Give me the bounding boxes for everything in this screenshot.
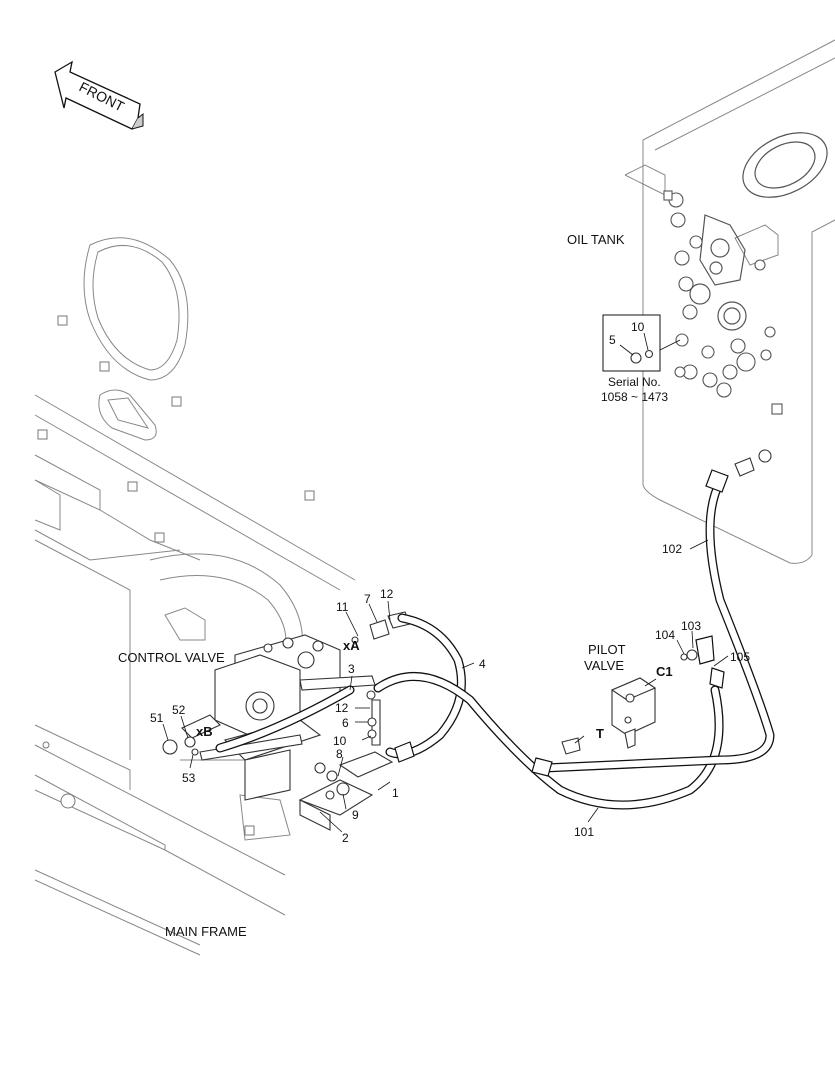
port-labels: xA xB C1 T <box>196 638 673 741</box>
callout-12-top: 12 <box>380 587 394 601</box>
callout-51: 51 <box>150 711 164 725</box>
main-frame-label: MAIN FRAME <box>165 924 247 939</box>
pilot-valve-label-1: PILOT <box>588 642 626 657</box>
callout-7: 7 <box>364 592 371 606</box>
serial-range: 1058 ~ 1473 <box>601 390 668 404</box>
serial-label: Serial No. <box>608 375 661 389</box>
callout-5: 5 <box>609 333 616 347</box>
callout-10-inset: 10 <box>631 320 645 334</box>
port-xb: xB <box>196 724 213 739</box>
pilot-valve: PILOT VALVE <box>561 642 698 755</box>
callout-11: 11 <box>336 600 349 614</box>
callout-105: 105 <box>730 650 750 664</box>
callout-1: 1 <box>392 786 399 800</box>
callout-103: 103 <box>681 619 701 633</box>
port-xa: xA <box>343 638 360 653</box>
callout-4: 4 <box>479 657 486 671</box>
main-frame: MAIN FRAME <box>34 237 356 956</box>
callout-8: 8 <box>336 747 343 761</box>
pilot-valve-label-2: VALVE <box>584 658 624 673</box>
callout-52: 52 <box>172 703 186 717</box>
oil-tank-label: OIL TANK <box>567 232 625 247</box>
serial-inset: 5 10 Serial No. 1058 ~ 1473 <box>601 314 681 404</box>
callout-6: 6 <box>342 716 349 730</box>
callout-9: 9 <box>352 808 359 822</box>
callout-leaders <box>162 539 729 833</box>
hoses <box>215 449 775 810</box>
control-valve: CONTROL VALVE <box>118 634 341 801</box>
callout-numbers: 1 2 3 4 6 7 8 9 10 11 12 12 51 52 53 101… <box>150 542 750 845</box>
port-t: T <box>596 726 604 741</box>
callout-12-mid: 12 <box>335 701 349 715</box>
callout-10-valve: 10 <box>333 734 347 748</box>
callout-2: 2 <box>342 831 349 845</box>
control-valve-label: CONTROL VALVE <box>118 650 225 665</box>
callout-104: 104 <box>655 628 675 642</box>
oil-tank: OIL TANK <box>567 39 835 564</box>
callout-3: 3 <box>348 662 355 676</box>
callout-102: 102 <box>662 542 682 556</box>
tank-fittings <box>663 190 783 415</box>
front-arrow: FRONT <box>54 60 144 130</box>
callout-101: 101 <box>574 825 594 839</box>
port-c1: C1 <box>656 664 673 679</box>
callout-53: 53 <box>182 771 196 785</box>
